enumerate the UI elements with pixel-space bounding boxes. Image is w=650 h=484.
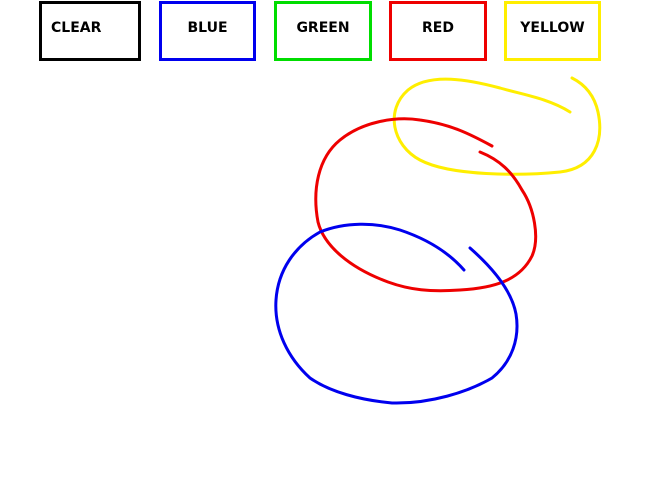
blue-loop-stroke (274, 222, 519, 405)
clear-button[interactable]: CLEAR (39, 1, 141, 61)
red-loop-stroke (314, 117, 538, 293)
green-button-label: GREEN (296, 20, 350, 36)
clear-button-label: CLEAR (51, 20, 102, 36)
blue-color-button[interactable]: BLUE (159, 1, 256, 61)
yellow-color-button[interactable]: YELLOW (504, 1, 601, 61)
blue-button-label: BLUE (187, 20, 228, 36)
green-color-button[interactable]: GREEN (274, 1, 372, 61)
yellow-loop-stroke (392, 76, 602, 176)
red-button-label: RED (422, 20, 454, 36)
red-color-button[interactable]: RED (389, 1, 487, 61)
yellow-button-label: YELLOW (520, 20, 585, 36)
